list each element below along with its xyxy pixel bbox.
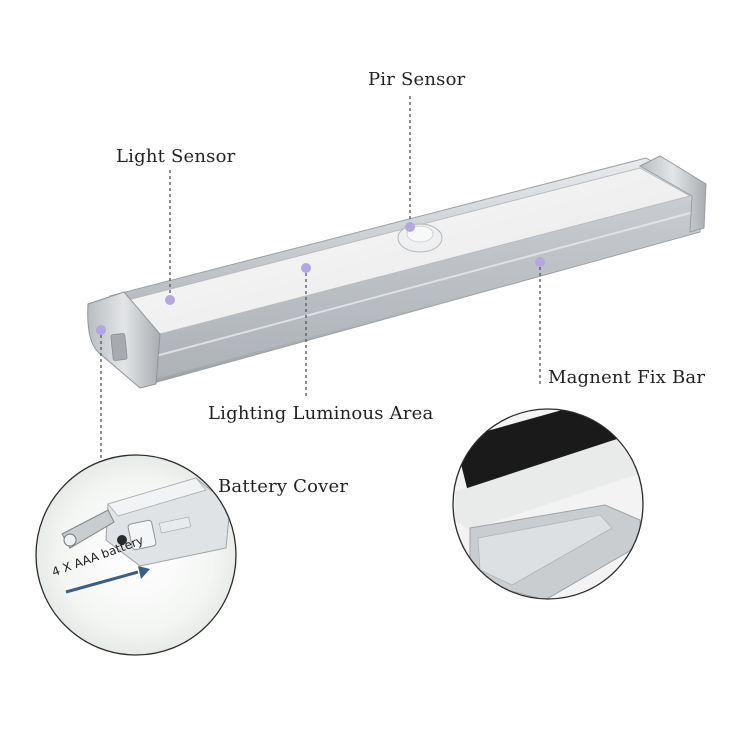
marker-pir xyxy=(405,222,415,232)
luminous-area-label: Lighting Luminous Area xyxy=(208,403,434,424)
battery-cover-label: Battery Cover xyxy=(218,476,349,497)
magnet-fix-bar-detail xyxy=(453,409,643,599)
bar-front-face xyxy=(152,196,697,380)
marker-magnet xyxy=(535,257,545,267)
marker-light-sensor xyxy=(165,295,175,305)
magnet-fix-bar-label: Magnent Fix Bar xyxy=(548,367,706,388)
light-sensor-label: Light Sensor xyxy=(116,146,236,167)
marker-luminous xyxy=(301,263,311,273)
pir-sensor-label: Pir Sensor xyxy=(368,69,466,90)
right-end-cap xyxy=(638,155,707,233)
battery-cover-detail xyxy=(36,455,236,655)
magnet-strip xyxy=(455,409,618,492)
marker-battery xyxy=(96,325,106,335)
